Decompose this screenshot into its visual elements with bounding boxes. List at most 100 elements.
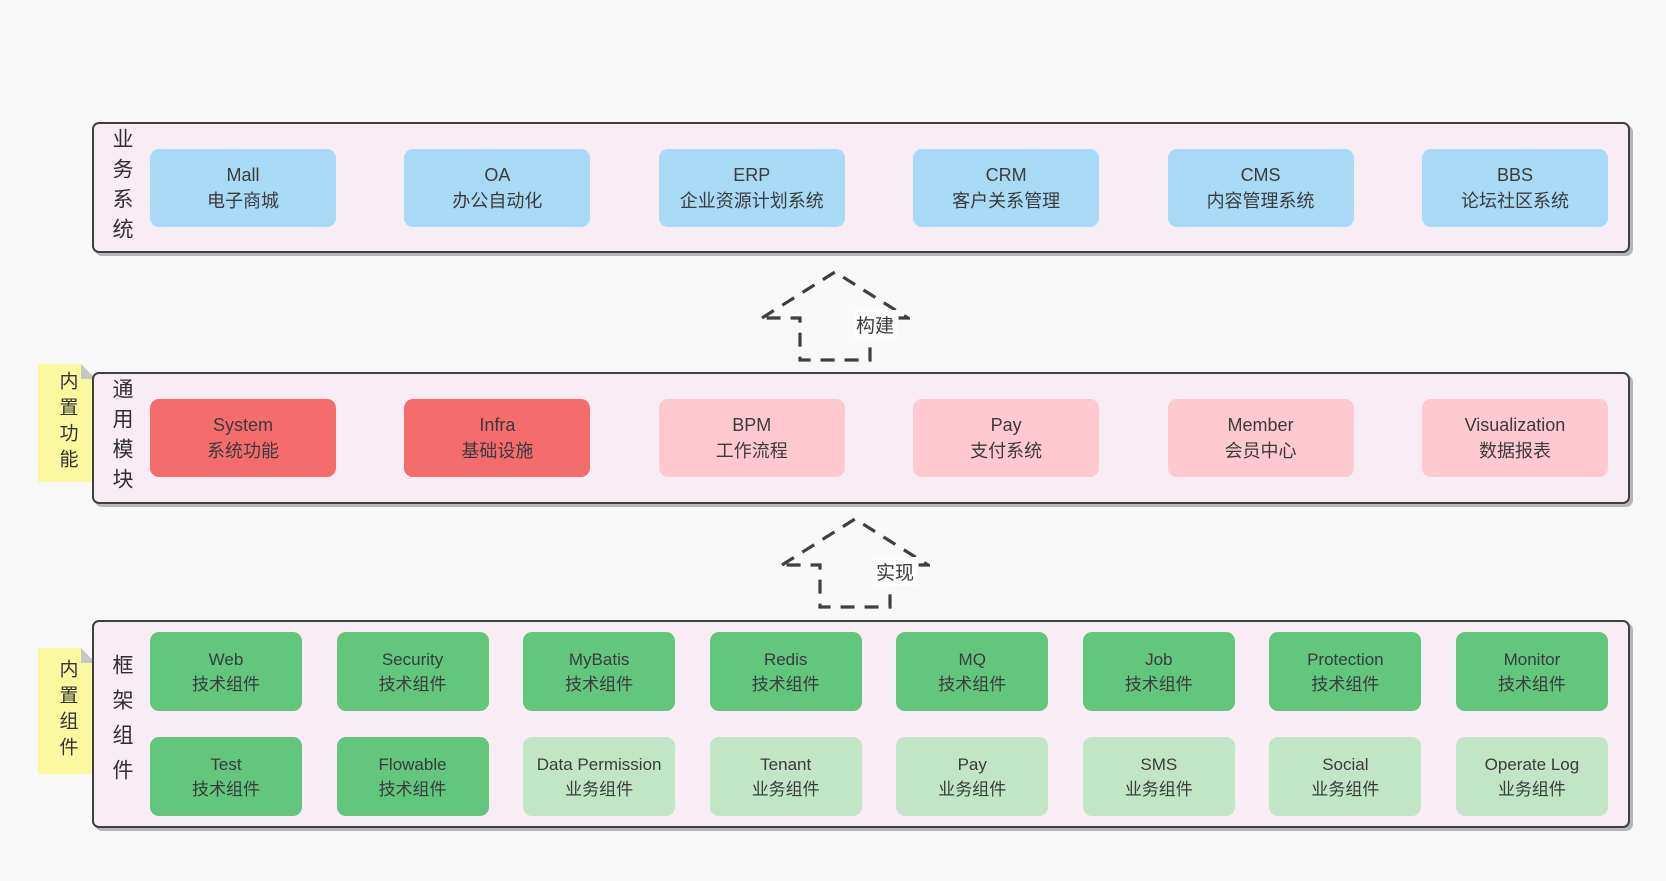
node-subtitle: 论坛社区系统 (1460, 190, 1569, 211)
node-subtitle: 支付系统 (970, 441, 1043, 461)
node-title: SMS (1140, 754, 1178, 774)
node-subtitle: 基础设施 (461, 441, 534, 461)
node-crm: CRM 客户关系管理 (913, 148, 1100, 227)
framework-row-1: Web 技术组件 Security 技术组件 MyBatis 技术组件 Redi… (150, 632, 1608, 711)
node-erp: ERP 企业资源计划系统 (658, 148, 845, 227)
business-boxes: Mall 电子商城 OA 办公自动化 ERP 企业资源计划系统 CRM 客户关系… (136, 148, 1628, 227)
node-title: MyBatis (568, 649, 630, 669)
node-subtitle: 技术组件 (1311, 674, 1380, 694)
node-monitor: Monitor 技术组件 (1455, 632, 1608, 711)
node-subtitle: 业务组件 (938, 779, 1007, 799)
node-title: MQ (958, 649, 986, 669)
node-title: BBS (1496, 164, 1533, 185)
node-title: Infra (479, 415, 516, 435)
sticky-label: 内置功能 (56, 371, 78, 475)
node-title: Pay (990, 415, 1022, 435)
node-visualization: Visualization 数据报表 (1421, 399, 1608, 477)
panel-framework-label: 框架组件 (110, 654, 133, 794)
node-subtitle: 业务组件 (1311, 779, 1380, 799)
node-subtitle: 办公自动化 (452, 190, 543, 211)
arrow-build-label: 构建 (853, 310, 898, 339)
node-subtitle: 系统功能 (207, 441, 279, 461)
node-system: System 系统功能 (150, 399, 336, 477)
node-security: Security 技术组件 (336, 632, 489, 711)
node-bbs: BBS 论坛社区系统 (1421, 148, 1608, 227)
node-cms: CMS 内容管理系统 (1167, 148, 1354, 227)
node-title: Job (1145, 649, 1173, 669)
node-title: Pay (957, 754, 987, 774)
node-data-permission: Data Permission 业务组件 (523, 737, 676, 816)
node-pay: Pay 支付系统 (913, 399, 1100, 477)
node-oa: OA 办公自动化 (404, 148, 591, 227)
sticky-label: 内置组件 (56, 659, 78, 763)
arrow-implement: 实现 (780, 517, 930, 609)
node-subtitle: 工作流程 (715, 441, 788, 461)
node-sms: SMS 业务组件 (1082, 737, 1235, 816)
sticky-note-builtin-features: 内置功能 (38, 364, 96, 482)
node-pay-biz: Pay 业务组件 (896, 737, 1049, 816)
node-title: Mall (226, 164, 260, 185)
node-subtitle: 内容管理系统 (1206, 190, 1315, 211)
node-title: Protection (1307, 649, 1384, 669)
node-title: BPM (732, 415, 772, 435)
node-mall: Mall 电子商城 (150, 148, 336, 227)
node-subtitle: 技术组件 (1497, 674, 1566, 694)
panel-common-modules: 通用模块 System 系统功能 Infra 基础设施 BPM 工作流程 Pay… (92, 372, 1630, 504)
node-title: CMS (1240, 164, 1281, 185)
node-social: Social 业务组件 (1269, 737, 1422, 816)
node-redis: Redis 技术组件 (709, 632, 862, 711)
panel-business-label: 业务系统 (110, 127, 133, 248)
node-test: Test 技术组件 (150, 737, 302, 816)
panel-business-systems: 业务系统 Mall 电子商城 OA 办公自动化 ERP 企业资源计划系统 CRM… (92, 122, 1630, 253)
node-title: System (212, 415, 273, 435)
node-title: Social (1322, 754, 1369, 774)
node-subtitle: 技术组件 (192, 779, 260, 799)
node-subtitle: 业务组件 (1124, 779, 1193, 799)
node-subtitle: 技术组件 (378, 779, 447, 799)
node-title: Test (210, 754, 242, 774)
node-subtitle: 技术组件 (751, 674, 820, 694)
node-title: Data Permission (536, 754, 662, 774)
node-subtitle: 技术组件 (378, 674, 447, 694)
node-mybatis: MyBatis 技术组件 (523, 632, 676, 711)
up-arrow-icon (780, 517, 930, 609)
node-operate-log: Operate Log 业务组件 (1455, 737, 1608, 816)
node-subtitle: 业务组件 (751, 779, 820, 799)
node-web: Web 技术组件 (150, 632, 302, 711)
node-mq: MQ 技术组件 (896, 632, 1049, 711)
node-title: OA (484, 164, 511, 185)
node-member: Member 会员中心 (1167, 399, 1354, 477)
node-subtitle: 会员中心 (1224, 441, 1297, 461)
node-job: Job 技术组件 (1082, 632, 1235, 711)
node-tenant: Tenant 业务组件 (709, 737, 862, 816)
node-title: Visualization (1464, 415, 1566, 435)
node-title: Monitor (1503, 649, 1561, 669)
node-bpm: BPM 工作流程 (658, 399, 845, 477)
framework-rows: Web 技术组件 Security 技术组件 MyBatis 技术组件 Redi… (136, 632, 1628, 816)
node-subtitle: 业务组件 (1497, 779, 1566, 799)
modules-boxes: System 系统功能 Infra 基础设施 BPM 工作流程 Pay 支付系统… (136, 399, 1628, 477)
panel-framework-components: 框架组件 Web 技术组件 Security 技术组件 MyBatis 技术组件… (92, 620, 1630, 828)
up-arrow-icon (760, 270, 910, 362)
sticky-note-builtin-components: 内置组件 (38, 648, 96, 774)
node-title: Web (208, 649, 244, 669)
node-title: ERP (733, 164, 771, 185)
node-protection: Protection 技术组件 (1269, 632, 1422, 711)
node-title: Member (1227, 415, 1294, 435)
node-title: Flowable (378, 754, 447, 774)
node-title: Redis (763, 649, 808, 669)
node-subtitle: 技术组件 (192, 674, 260, 694)
node-subtitle: 电子商城 (207, 190, 279, 211)
node-subtitle: 客户关系管理 (952, 190, 1061, 211)
arrow-implement-label: 实现 (873, 557, 918, 586)
node-subtitle: 数据报表 (1478, 441, 1551, 461)
node-subtitle: 技术组件 (1124, 674, 1193, 694)
node-infra: Infra 基础设施 (404, 399, 591, 477)
node-title: Security (381, 649, 444, 669)
arrow-build: 构建 (760, 270, 910, 362)
node-subtitle: 技术组件 (565, 674, 634, 694)
node-subtitle: 技术组件 (938, 674, 1007, 694)
framework-row-2: Test 技术组件 Flowable 技术组件 Data Permission … (150, 737, 1608, 816)
node-title: CRM (985, 164, 1027, 185)
